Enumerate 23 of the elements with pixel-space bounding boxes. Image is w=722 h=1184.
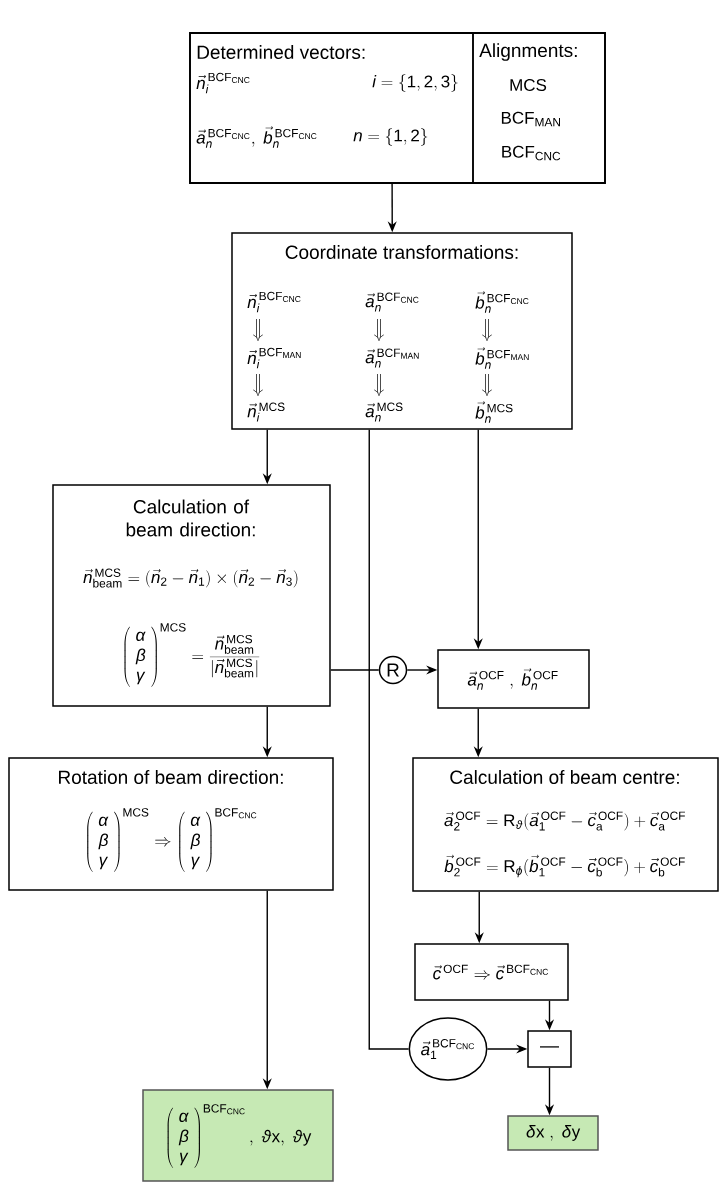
- process-box: Coordinate transformations: $\vec{n}_i^{\,\mathrm{BCF}_{\mathrm{CNC}}}$ $\vec{a}_n^{\,\mathrm{BCF}_{\mathrm{CNC}}}$ $\vec{b}_n^{\,\mathrm{BCF}_{\mathrm{CNC}}}$ $\vec{n}_i^{\,\mathrm{BCF}_{\mathrm{MAN}}}$ $\vec{a}_n^{\,\mathrm{BCF}_{\mathrm{MAN}}}$ $\vec{b}_n^{\,\mathrm{BCF}_{\mathrm{MAN}}}$ $\vec{n}_i^{\,\mathrm{MCS}}$ $\vec{a}_n^{\,\mathrm{MCS}}$ $\vec{b}_n^{\,\mathrm{MCS}}$: [231, 232, 573, 430]
- node-label: $\vec{b}_n^{\,\mathrm{BCF}_{\mathrm{CNC}}}$: [475, 291, 529, 313]
- node-label: $\vec{b}_n^{\,\mathrm{BCF}_{\mathrm{MAN}}}$: [475, 347, 529, 369]
- node-label: $\vec{n}_i^{\,\mathrm{BCF}_{\mathrm{MAN}}}$: [247, 347, 301, 369]
- node-label: $\vec{a}_n^{\,\mathrm{BCF}_{\mathrm{CNC}}}$: [365, 292, 419, 312]
- process-box: Calculation of beam direction: $\vec{n}_{\mathrm{beam}}^{\,\mathrm{MCS}}=(\vec{n}_2-\vec{n}_1)\times(\vec{n}_2-\vec{n}_3)$ $\left(\begin{array}{c}\alpha\\\beta\\\gamma\end{array}\right)^{\mathrm{MCS}}=\frac{\vec{n}_{\mathrm{beam}}^{\,\mathrm{MCS}}}{|\vec{n}_{\mathrm{beam}}^{\,\mathrm{MCS}}|}$: [52, 484, 331, 707]
- process-box: $\vec{a}_n^{\,\mathrm{OCF}}\ ,\ \vec{b}_n^{\,\mathrm{OCF}}$: [437, 649, 590, 709]
- connector-line: [330, 669, 380, 671]
- process-box: Rotation of beam direction: $\left(\begin{array}{c}\alpha\\\beta\\\gamma\end{array}\right)^{\mathrm{MCS}}\Rightarrow\left(\begin{array}{c}\alpha\\\beta\\\gamma\end{array}\right)^{\mathrm{BCF}_{\mathrm{CNC}}}$: [8, 757, 334, 891]
- node-label: Coordinate transformations:: [285, 245, 518, 259]
- process-box: Alignments: $\mathrm{MCS}$ $\mathrm{BCF}_{\mathrm{MAN}}$ $\mathrm{BCF}_{\mathrm{CNC}}$: [472, 32, 606, 184]
- result-box: $\left(\begin{array}{c}\alpha\\\beta\\\gamma\end{array}\right)^{\mathrm{BCF}_{\mathrm{CNC}}},\ \vartheta\mathrm{x},\ \vartheta\mathrm{y}$: [142, 1089, 334, 1182]
- process-box: $\vec{c}^{\,\mathrm{OCF}}\Rightarrow\vec{c}^{\,\mathrm{BCF}_{\mathrm{CNC}}}$: [414, 943, 569, 1001]
- connector-line: [368, 429, 410, 1050]
- node-label: $\vec{a}_n^{\,\mathrm{BCF}_{\mathrm{MAN}}}$: [365, 348, 419, 368]
- node-label: $\vec{n}_i^{\,\mathrm{MCS}}$: [247, 402, 285, 422]
- node-label: $\vec{b}_n^{\,\mathrm{MCS}}$: [475, 401, 513, 423]
- process-box: Calculation of beam centre: $\vec{a}_2^{\,\mathrm{OCF}}=\mathrm{R}_{\vartheta}(\vec{a}_1^{\,\mathrm{OCF}}-\vec{c}_{\mathrm{a}}^{\,\mathrm{OCF}})+\vec{c}_{\mathrm{a}}^{\,\mathrm{OCF}}$ $\vec{b}_2^{\,\mathrm{OCF}}=\mathrm{R}_{\varphi}(\vec{b}_1^{\,\mathrm{OCF}}-\vec{c}_{\mathrm{b}}^{\,\mathrm{OCF}})+\vec{c}_{\mathrm{b}}^{\,\mathrm{OCF}}$: [412, 757, 719, 892]
- operator-box: —: [527, 1030, 572, 1068]
- result-box: $\delta\mathrm{x}\ ,\ \delta\mathrm{y}$: [507, 1115, 599, 1151]
- process-box: Determined vectors: $\vec{n}_i^{\,\mathrm{BCF}_{\mathrm{CNC}}}$ $i=\{1,2,3\}$ $\vec{a}_n^{\,\mathrm{BCF}_{\mathrm{CNC}}},\ \vec{b}_n^{\,\mathrm{BCF}_{\mathrm{CNC}}}$ $n=\{1,2\}$: [189, 32, 474, 184]
- node-label: $\vec{a}_n^{\,\mathrm{MCS}}$: [365, 402, 403, 422]
- node-label: $\vec{n}_i^{\,\mathrm{BCF}_{\mathrm{CNC}}}$: [247, 291, 301, 313]
